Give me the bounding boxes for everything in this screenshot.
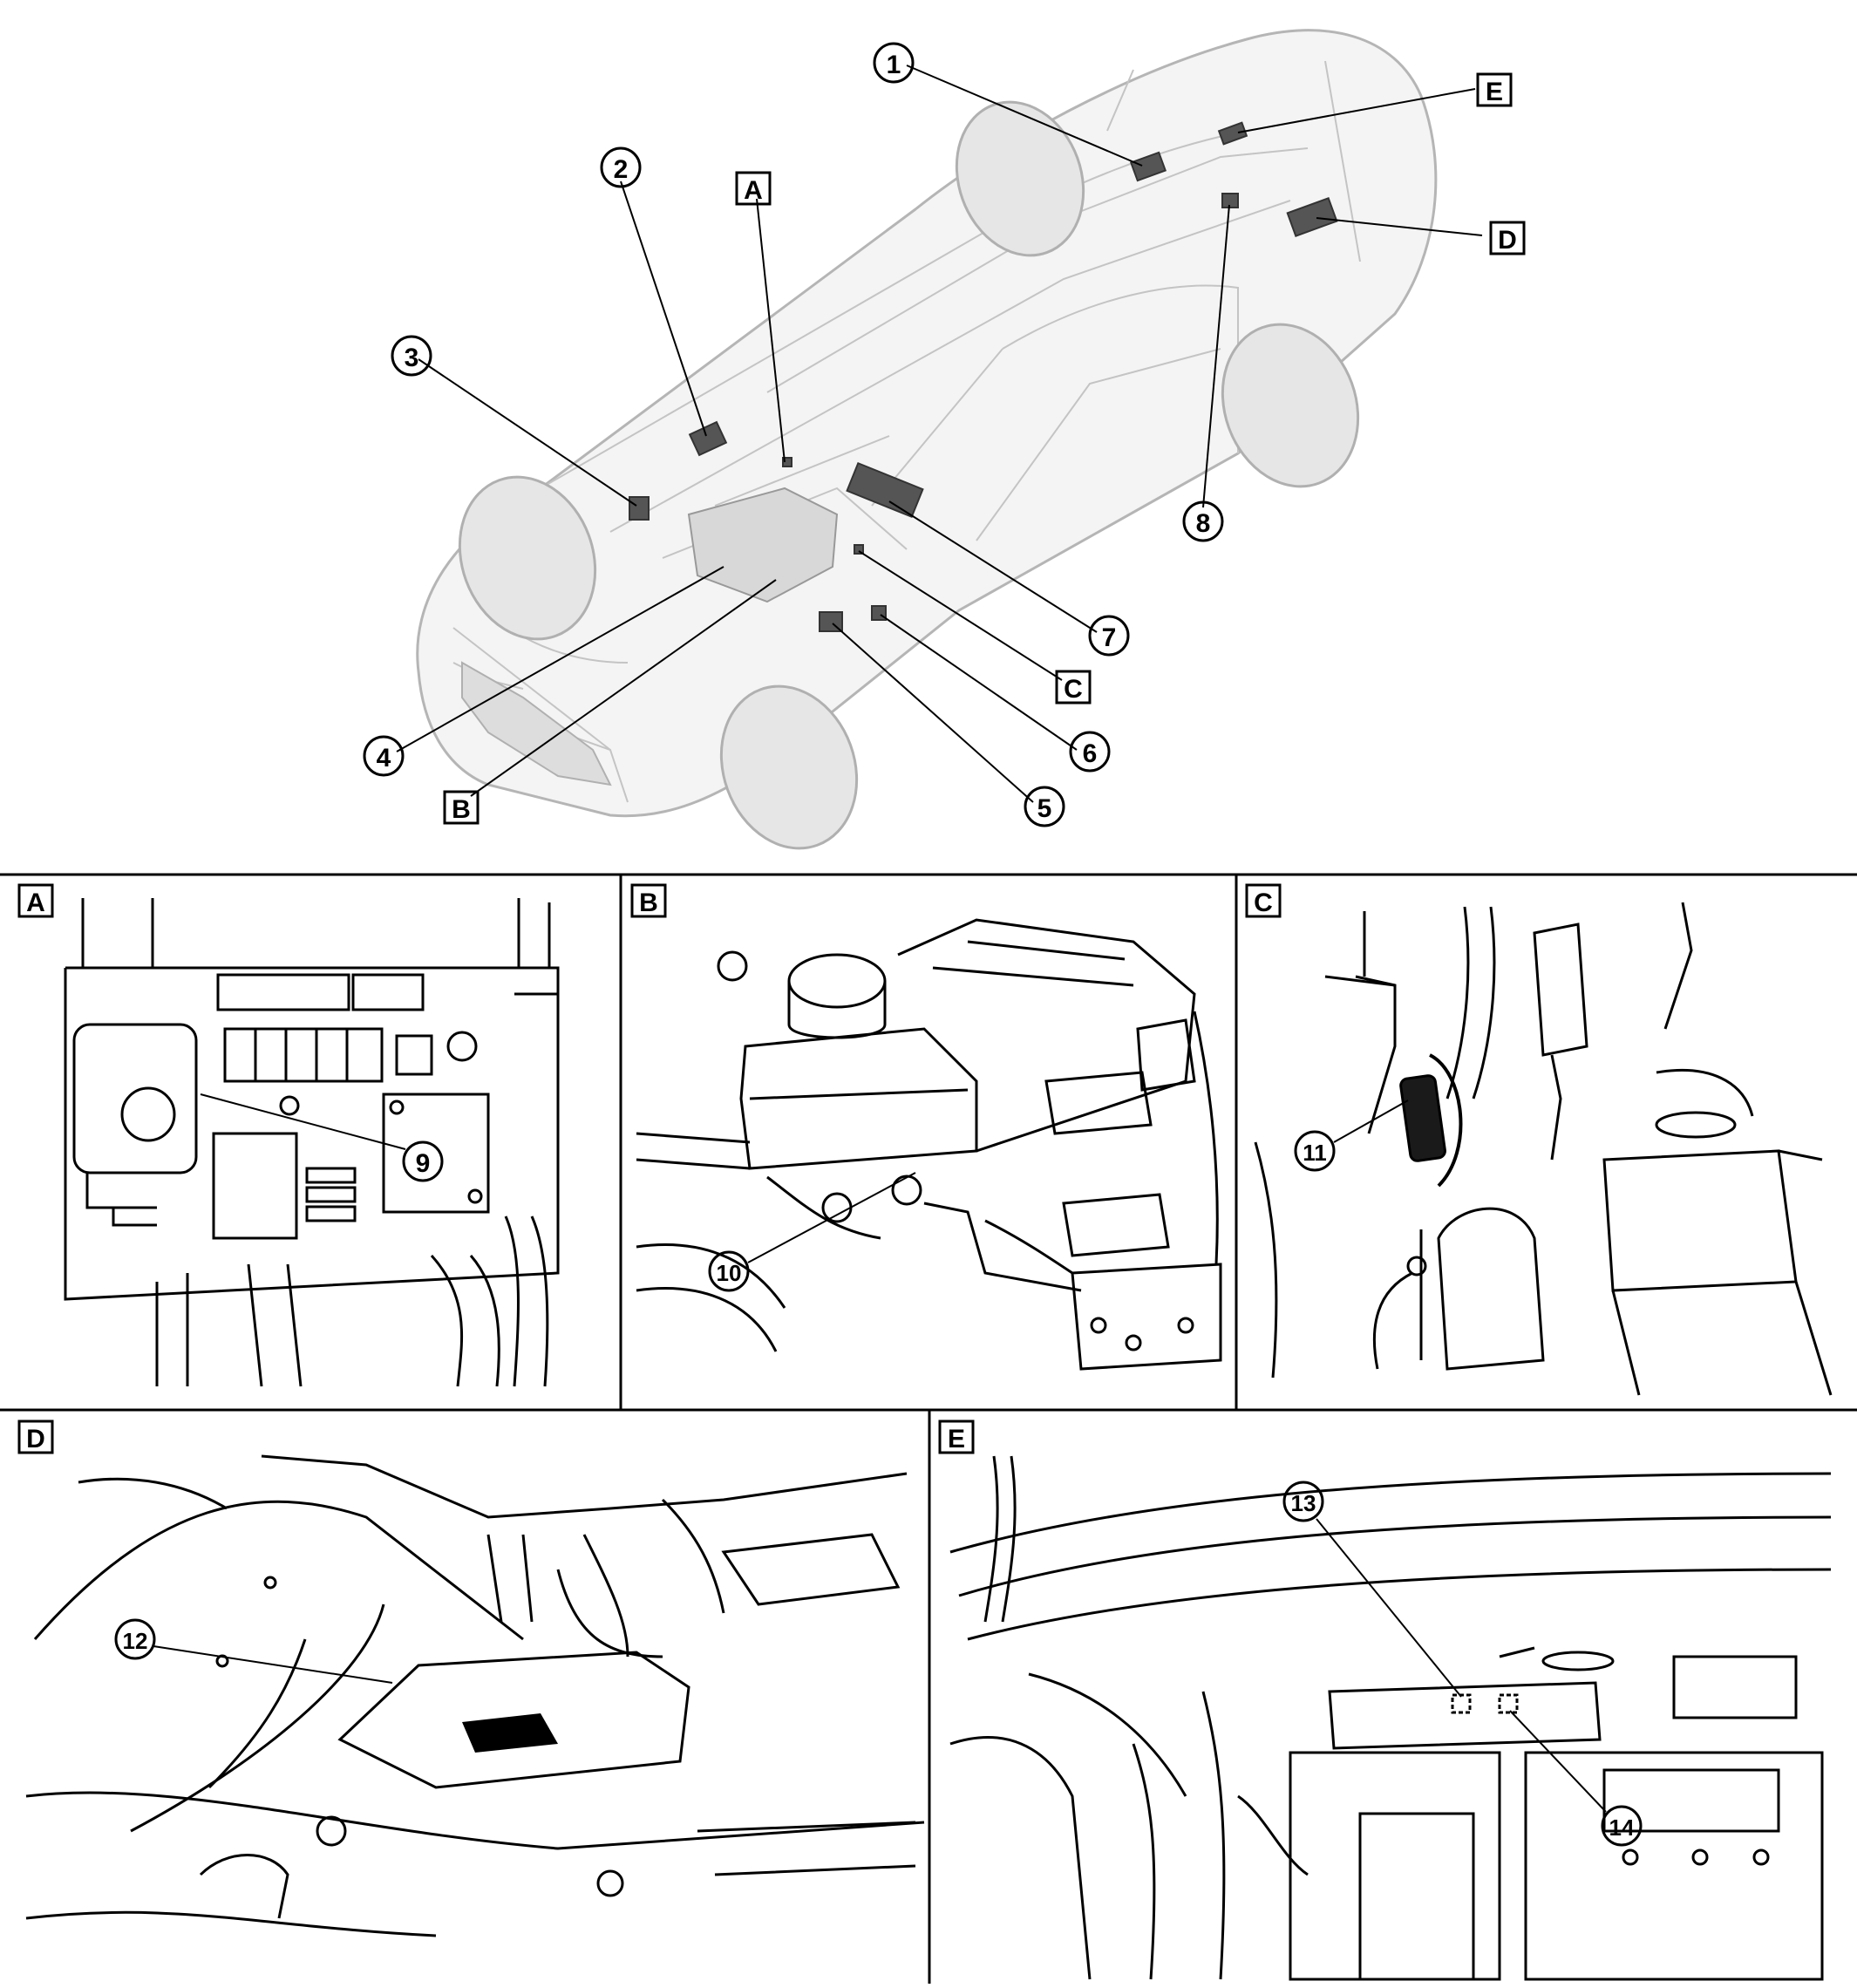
panel-e: E 13 [938,1420,1832,1981]
svg-text:D: D [26,1425,45,1454]
component-a [782,457,792,467]
detail-panel-grid [0,873,1857,1984]
svg-text:B: B [639,888,658,917]
leader-9 [200,1093,406,1150]
leader-11 [1333,1100,1409,1143]
callout-14: 14 [1601,1805,1643,1847]
component-e-module [1217,121,1248,146]
leader-14 [1509,1710,1607,1813]
vehicle-wheels [458,100,1360,850]
vehicle-overview: 1 2 3 4 5 6 7 8 A B C D E [363,29,1526,850]
svg-text:10: 10 [717,1260,742,1286]
overview-callout-letters: A B C D E [443,72,1526,825]
svg-text:6: 6 [1083,739,1098,768]
rear-left-wheel [955,100,1085,257]
component-d-module [1286,197,1338,237]
svg-text:B: B [452,795,471,824]
svg-text:E: E [948,1425,965,1454]
svg-text:12: 12 [123,1628,148,1654]
panel-c-drawing [1254,902,1833,1396]
svg-text:E: E [1486,78,1503,106]
svg-text:2: 2 [614,155,629,184]
marker-13 [1451,1693,1472,1714]
component-3 [629,496,650,521]
leader-12 [153,1645,393,1684]
panel-d: D 12 [17,1420,925,1937]
box-c: C [1055,670,1092,705]
panel-a: A [17,883,560,1387]
panel-b-drawing [636,918,1222,1371]
panel-e-drawing [949,1455,1832,1981]
overview-leader-lines [396,65,1483,803]
callout-5: 5 [1024,786,1065,827]
panel-a-drawing [64,898,560,1387]
callout-4: 4 [363,735,405,777]
callout-2: 2 [600,146,642,188]
svg-text:11: 11 [1303,1140,1327,1166]
vehicle-body-outline [416,29,1438,818]
box-d: D [1489,221,1526,255]
component-1 [1129,151,1167,182]
svg-text:1: 1 [887,51,901,79]
callout-10: 10 [708,1250,750,1292]
leader-10 [747,1172,916,1263]
svg-text:3: 3 [405,344,419,372]
callout-8: 8 [1182,500,1224,542]
box-b: B [443,790,480,825]
callout-9: 9 [402,1140,444,1182]
front-left-wheel [458,475,597,641]
panel-d-drawing [25,1454,925,1937]
leader-13 [1316,1518,1462,1698]
svg-text:C: C [1254,888,1273,917]
svg-text:14: 14 [1609,1814,1635,1841]
svg-text:D: D [1498,226,1517,255]
box-a: A [735,171,772,206]
callout-6: 6 [1069,731,1111,773]
component-8 [1221,193,1239,208]
panel-b: B 10 [630,883,1222,1371]
svg-text:8: 8 [1196,509,1211,538]
marker-14 [1498,1693,1519,1714]
box-e: E [1476,72,1513,107]
panel-c-sensor-connector [1399,1053,1463,1188]
svg-text:4: 4 [377,744,391,773]
front-right-wheel [719,684,859,850]
svg-text:C: C [1064,675,1083,704]
panel-c: C 11 [1245,883,1833,1396]
callout-13: 13 [1282,1481,1324,1522]
svg-text:13: 13 [1291,1490,1316,1516]
component-c [854,544,864,555]
svg-text:A: A [744,176,763,205]
callout-1: 1 [873,42,915,84]
svg-text:9: 9 [416,1149,431,1178]
rear-right-wheel [1221,323,1360,488]
svg-text:A: A [26,888,45,917]
callout-3: 3 [391,335,432,377]
svg-text:7: 7 [1102,623,1117,652]
engine-bay-ghost [687,487,839,603]
callout-11: 11 [1294,1130,1336,1172]
callout-12: 12 [114,1618,156,1660]
svg-text:5: 5 [1037,794,1052,823]
component-7 [846,461,924,519]
callout-7: 7 [1088,615,1130,657]
overview-callout-numbers: 1 2 3 4 5 6 7 8 [363,42,1224,827]
